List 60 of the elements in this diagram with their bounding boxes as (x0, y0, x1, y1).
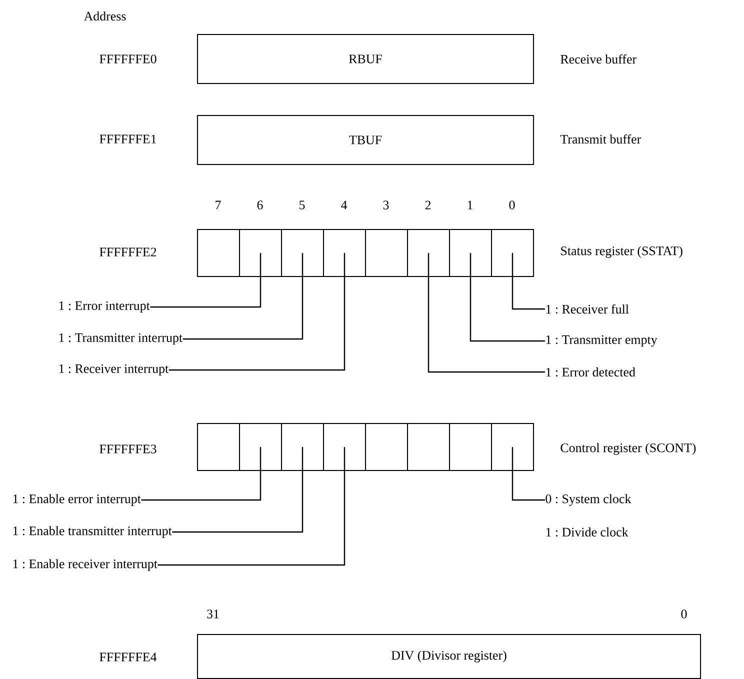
bit-description: 1 : Enable error interrupt (13, 494, 141, 506)
bit-cell (197, 423, 240, 471)
register-name: Status register (SSTAT) (561, 246, 682, 258)
leader-line (168, 253, 346, 371)
bit-description: 1 : Enable receiver interrupt (13, 559, 158, 571)
address-label: FFFFFFE3 (100, 444, 156, 454)
bit-cell (491, 423, 534, 471)
register-box: TBUF (197, 115, 534, 165)
bit-number: 7 (216, 200, 221, 210)
leader-line (512, 253, 545, 310)
leader-line (512, 447, 545, 501)
bit-number: 0 (509, 200, 515, 210)
bit-cell (239, 229, 282, 277)
bit-number: 5 (300, 200, 305, 210)
bit-cell (449, 229, 492, 277)
bit-description: 1 : Receiver interrupt (59, 364, 169, 376)
address-label: Address (84, 11, 126, 21)
bit-description: 1 : Transmitter empty (546, 335, 658, 347)
address-label: FFFFFFE4 (100, 652, 157, 662)
leader-line (182, 253, 304, 340)
bit-number: 2 (425, 200, 431, 210)
bit-description: 1 : Divide clock (546, 527, 628, 537)
leader-line (150, 253, 262, 308)
bit-cell (239, 423, 282, 471)
bit-cell (365, 229, 408, 277)
bit-number: 4 (341, 200, 348, 210)
bit-cell (365, 423, 408, 471)
bit-cell (281, 423, 324, 471)
bit-number: 6 (257, 200, 263, 210)
bit-description: 0 : System clock (546, 494, 632, 506)
register-name: Control register (SCONT) (560, 443, 696, 455)
bit-description: 1 : Error detected (546, 367, 636, 377)
bit-number: 3 (383, 200, 389, 210)
bit-cell (323, 229, 366, 277)
leader-line (141, 447, 262, 501)
bit-number: 0 (681, 610, 687, 618)
address-label: FFFFFFE2 (100, 248, 156, 256)
bit-cell (407, 423, 450, 471)
bit-cell (449, 423, 492, 471)
bit-cell (323, 423, 366, 471)
leader-line (172, 447, 304, 533)
leader-line (470, 253, 545, 342)
bit-description: 1 : Error interrupt (59, 301, 150, 313)
register-box: RBUF (197, 34, 534, 84)
register-box: DIV (Divisor register) (197, 634, 701, 679)
leader-line (158, 447, 346, 566)
bit-cell (491, 229, 534, 277)
bit-description: 1 : Transmitter interrupt (59, 333, 182, 345)
bit-number: 1 (468, 200, 472, 210)
register-description: Transmit buffer (560, 134, 642, 144)
bit-cell (197, 229, 240, 277)
leader-line (428, 253, 545, 373)
bit-description: 1 : Receiver full (546, 304, 629, 314)
bit-description: 1 : Enable transmitter interrupt (13, 526, 172, 538)
address-label: FFFFFFE0 (100, 54, 156, 64)
register-description: Receive buffer (560, 54, 636, 64)
bit-number: 31 (207, 610, 219, 618)
bit-cell (407, 229, 450, 277)
bit-cell (281, 229, 324, 277)
address-label: FFFFFFE1 (100, 134, 156, 144)
